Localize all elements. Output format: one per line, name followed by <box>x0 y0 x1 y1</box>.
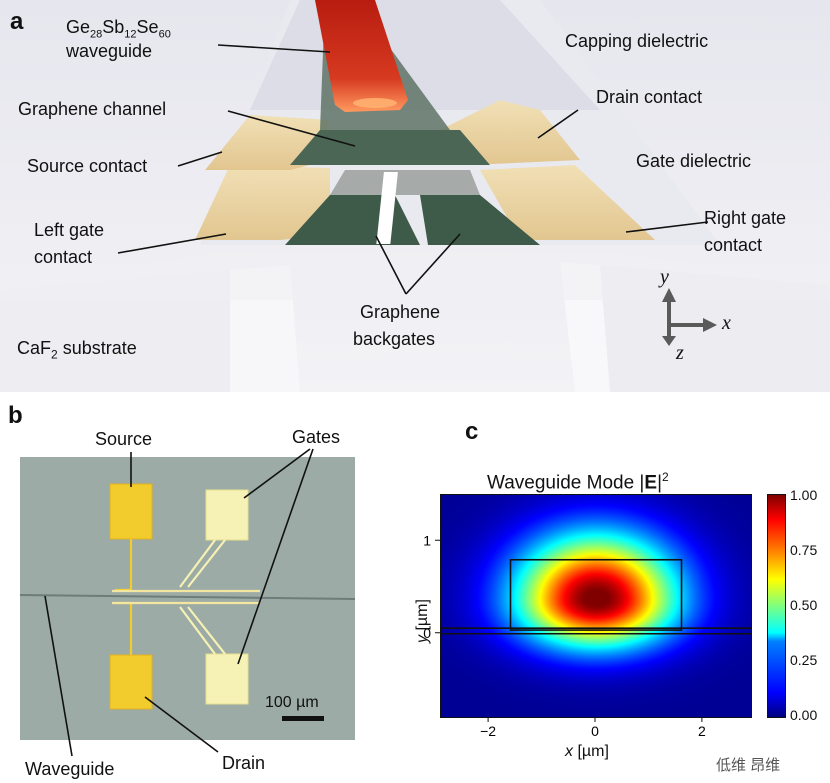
waveguide-label: waveguide <box>66 41 153 61</box>
drain-contact-label: Drain contact <box>596 87 703 107</box>
panel-a-letter: a <box>10 8 24 35</box>
colorbar-tick-label: 0.00 <box>790 707 818 723</box>
waveguide-label-b: Waveguide <box>25 759 115 779</box>
source-pad <box>109 483 153 540</box>
gate-pad-bottom <box>205 653 249 705</box>
right-gate-contact-shape <box>480 165 655 240</box>
graphene-channel-label: Graphene channel <box>18 99 167 119</box>
x-axis-label: x [µm] <box>565 743 609 760</box>
x-tick-label: 0 <box>591 723 599 739</box>
gates-label: Gates <box>292 427 341 447</box>
left-gate-label-line2: contact <box>34 247 93 267</box>
waveguide-shape <box>315 0 408 112</box>
substrate-label: CaF2 substrate <box>17 338 137 362</box>
heatmap-canvas <box>441 495 751 717</box>
colorbar-tick-label: 1.00 <box>790 487 818 503</box>
gate-dielectric-label: Gate dielectric <box>636 151 752 171</box>
device-3d-illustration <box>0 0 830 392</box>
x-tick-label: −2 <box>480 723 496 739</box>
waveguide-material-label: Ge28Sb12Se60 <box>66 17 171 41</box>
axis-triad <box>662 288 717 346</box>
source-label: Source <box>95 429 153 449</box>
heatmap-title: Waveguide Mode |E|2 <box>487 470 669 494</box>
left-gate-label-line1: Left gate <box>34 220 105 240</box>
source-contact-label: Source contact <box>27 156 148 176</box>
right-gate-label-line1: Right gate <box>704 208 787 228</box>
axis-x-label: x <box>722 312 731 334</box>
colorbar-tick-label: 0.25 <box>790 652 818 668</box>
left-gate-contact-shape <box>195 165 330 240</box>
substrate-block <box>0 270 230 392</box>
graphene-channel-shape <box>290 130 490 165</box>
capping-dielectric-label: Capping dielectric <box>565 31 709 51</box>
scalebar-label: 100 µm <box>265 694 319 711</box>
drain-pad <box>109 654 153 710</box>
leader-lines <box>117 44 709 295</box>
colorbar-tick-label: 0.50 <box>790 597 818 613</box>
panel-a: a Ge28Sb12Se60 waveguide Capping dielect… <box>0 0 830 392</box>
heatmap-overlay <box>441 558 751 635</box>
colorbar <box>767 494 786 718</box>
waveguide-glow <box>353 98 397 108</box>
panel-b-letter: b <box>8 402 23 429</box>
graphene-backgate-right <box>420 195 540 245</box>
colorbar-tick-label: 0.75 <box>790 542 818 558</box>
gate-pad-top <box>205 489 249 541</box>
substrate-top <box>0 250 830 300</box>
micrograph-traces <box>112 539 260 655</box>
scale-bar <box>282 716 324 721</box>
axis-z-label: z <box>676 342 684 364</box>
axis-y-label: y <box>660 266 669 288</box>
right-gate-label-line2: contact <box>704 235 763 255</box>
colorbar-tick-labels: 1.00 0.75 0.50 0.25 0.00 <box>790 487 830 727</box>
heatmap-plot <box>440 494 752 718</box>
waveguide-core-outline <box>509 558 683 631</box>
x-tick-label: 2 <box>698 723 706 739</box>
panel-c-letter: c <box>465 418 479 445</box>
watermark: 低维 昂维 <box>716 757 781 774</box>
backgate-gap <box>376 172 398 244</box>
drain-label: Drain <box>222 753 266 773</box>
graphene-backgates-label-line2: backgates <box>353 329 436 349</box>
gate-dielectric-strip <box>330 170 480 195</box>
y-axis-label: y [µm] <box>414 599 431 643</box>
graphene-backgates-label-line1: Graphene <box>360 302 441 322</box>
y-tick-label: 1 <box>423 532 431 548</box>
